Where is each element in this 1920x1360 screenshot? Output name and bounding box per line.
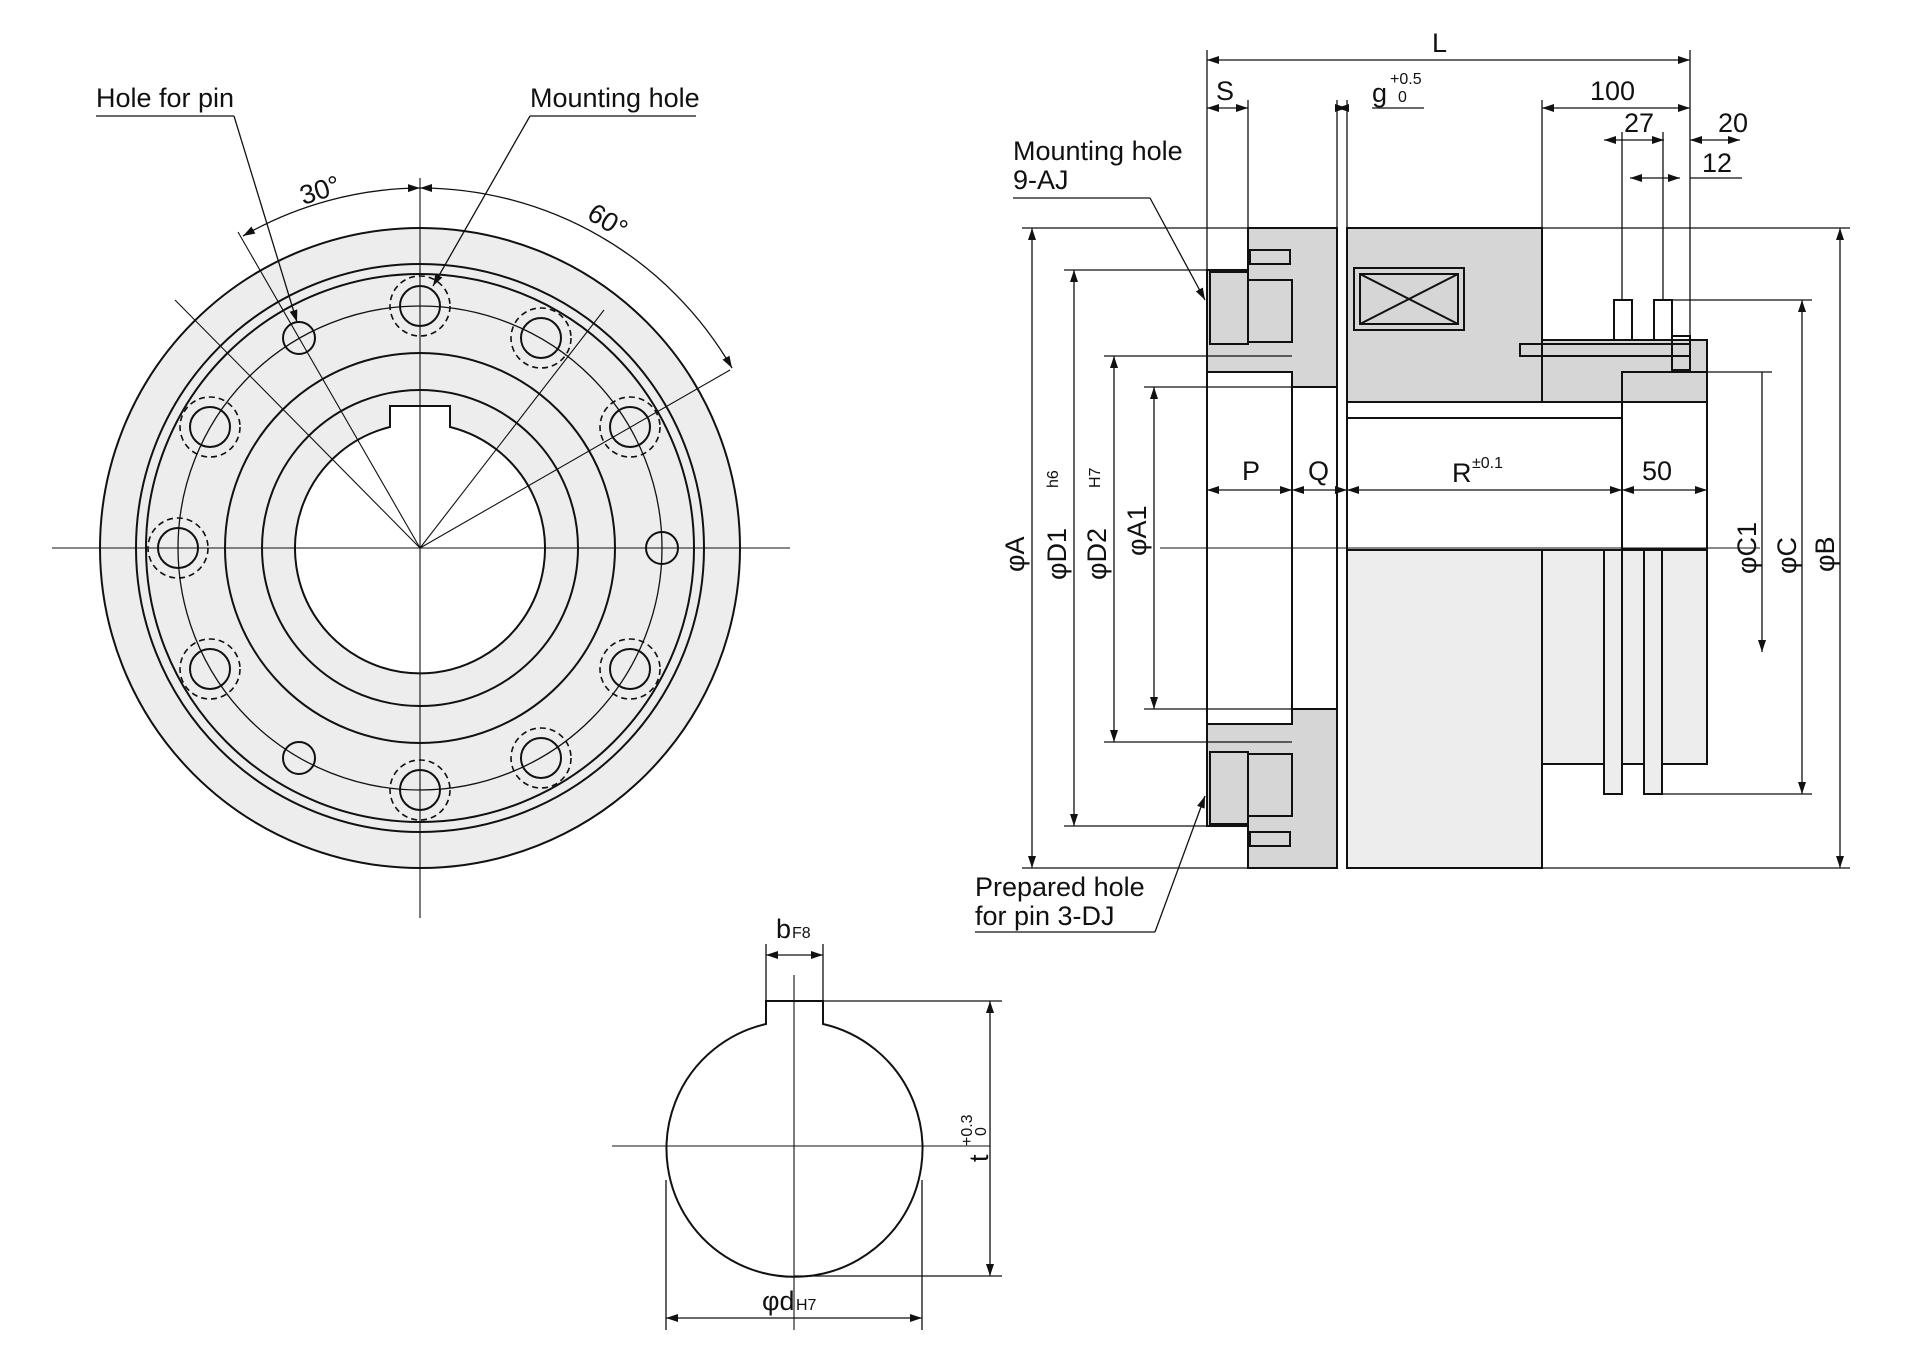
left-flange-notch-bottom xyxy=(1249,831,1291,847)
left-flange-notch-top xyxy=(1249,249,1291,265)
angle-60-label: 60° xyxy=(582,197,633,244)
right-hub-bottom xyxy=(1621,549,1708,765)
coil-cross-b xyxy=(1359,273,1459,325)
mounting-hole xyxy=(599,638,661,700)
dim-t-lower: 0 xyxy=(973,1127,990,1136)
mounting-hole xyxy=(510,727,572,789)
dim-R-tol: ±0.1 xyxy=(1472,455,1503,472)
dim-20-label: 20 xyxy=(1718,108,1748,138)
left-bolt-slot-top xyxy=(1247,279,1293,343)
dim-phiB-label: φB xyxy=(1810,536,1840,572)
front-view: 30° 60° Hole for pin Mounting hole xyxy=(52,83,790,918)
side-view: L S g +0.5 0 100 27 20 12 Mounting hole … xyxy=(975,28,1850,933)
mounting-hole xyxy=(599,396,661,458)
dim-g-upper: +0.5 xyxy=(1390,71,1422,88)
dim-50-label: 50 xyxy=(1642,456,1672,486)
mounting-hole xyxy=(179,396,241,458)
dim-S-label: S xyxy=(1216,76,1234,106)
coil-box xyxy=(1353,267,1465,331)
mounting-hole-label: Mounting hole xyxy=(530,83,700,113)
coil-box-inner xyxy=(1359,273,1459,325)
dim-b-label: b xyxy=(776,914,791,944)
pin-hole xyxy=(282,741,316,775)
dim-t-label: t xyxy=(964,1154,994,1162)
hole-for-pin-label: Hole for pin xyxy=(96,83,234,113)
dim-phiA-label: φA xyxy=(1000,536,1030,572)
angle-30-label: 30° xyxy=(296,170,344,211)
mounting-hole xyxy=(179,638,241,700)
dim-g-label: g xyxy=(1372,78,1387,108)
dim-P-label: P xyxy=(1242,456,1260,486)
hole-for-pin-leader xyxy=(233,115,298,323)
prepared-hole-line2: for pin 3-DJ xyxy=(975,901,1115,931)
dim-phiD2-label: φD2 xyxy=(1082,528,1112,580)
dim-phiA1-label: φA1 xyxy=(1122,505,1152,556)
stud-b xyxy=(1653,299,1673,341)
fin-a xyxy=(1603,549,1623,795)
left-bolt-boss-bottom xyxy=(1209,751,1249,825)
fin-b xyxy=(1643,549,1663,795)
pin-hole xyxy=(282,321,316,355)
dim-phiC1-label: φC1 xyxy=(1732,522,1762,574)
prepared-hole-leader xyxy=(1154,795,1206,933)
dim-b-fit: F8 xyxy=(792,925,811,942)
dim-t-upper: +0.3 xyxy=(959,1114,976,1146)
dim-phiD2-fit: H7 xyxy=(1087,467,1104,488)
keyway-view: b F8 t +0.3 0 φd H7 xyxy=(612,914,1002,1330)
dim-d-label: φd xyxy=(762,1286,795,1316)
angle-arc-60 xyxy=(419,184,733,369)
mounting-hole-9aj-line1: Mounting hole xyxy=(1013,136,1183,166)
dim-g-lower: 0 xyxy=(1398,89,1407,106)
angle-arc-30 xyxy=(242,184,421,237)
dim-phiD1-fit: h6 xyxy=(1045,470,1062,488)
dim-phiC-label: φC xyxy=(1772,537,1802,574)
dim-Q-label: Q xyxy=(1308,456,1329,486)
mounting-hole-leader xyxy=(432,115,531,287)
mounting-hole-9aj-line2: 9-AJ xyxy=(1013,165,1069,195)
dim-R-label: R xyxy=(1452,458,1472,488)
stud-a xyxy=(1613,299,1633,341)
dim-d-fit: H7 xyxy=(796,1297,817,1314)
mounting-hole-9aj-leader xyxy=(1149,197,1206,301)
dim-27-label: 27 xyxy=(1624,108,1654,138)
prepared-hole-line1: Prepared hole xyxy=(975,872,1145,902)
dim-phiD1-label: φD1 xyxy=(1042,528,1072,580)
center-body-bottom xyxy=(1346,549,1543,869)
dim-L-label: L xyxy=(1432,28,1447,58)
dim-100-label: 100 xyxy=(1590,76,1635,106)
left-bolt-boss-top xyxy=(1209,271,1249,345)
left-bolt-slot-bottom xyxy=(1247,753,1293,817)
dim-12-label: 12 xyxy=(1702,148,1732,178)
